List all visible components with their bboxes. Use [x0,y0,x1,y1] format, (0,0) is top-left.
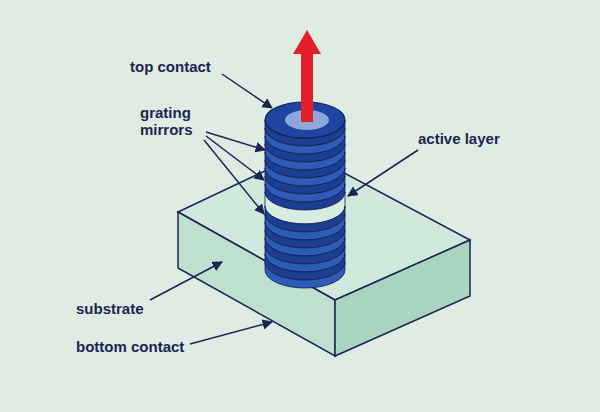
part-label: bottom contact [76,338,184,355]
vcsel-stack [265,120,345,288]
part-label: grating mirrors [140,104,210,138]
substrate-side [335,240,470,356]
mirror-layer [265,262,345,288]
part-label: substrate [76,300,144,317]
emission-arrow [301,52,313,122]
part-label: top contact [130,58,211,75]
part-label: active layer [418,130,500,147]
emission-arrow-head [293,30,321,54]
